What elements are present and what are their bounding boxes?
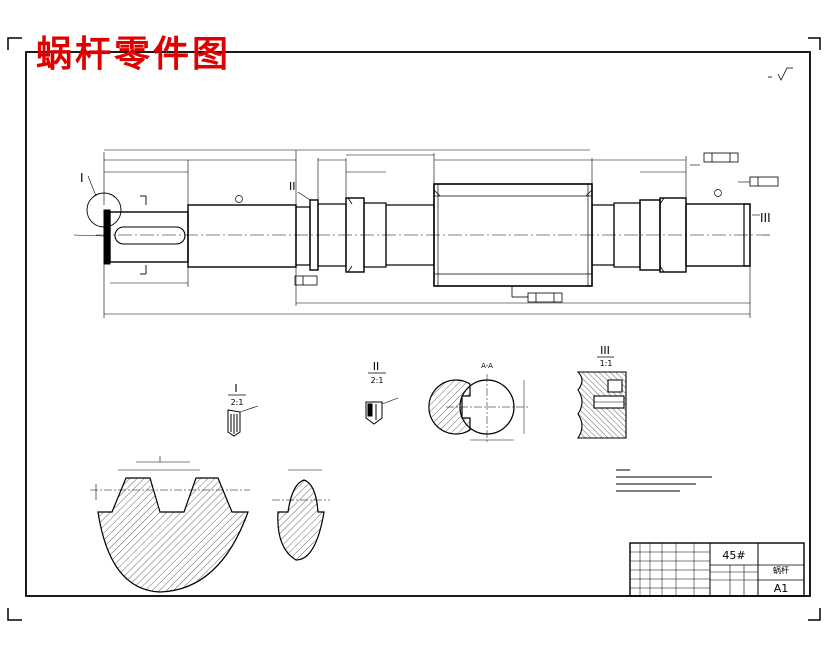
detail-1-label: I — [234, 382, 237, 395]
title-block-material: 45# — [722, 549, 745, 562]
callout-right: III — [760, 211, 771, 225]
detail-3-scale: 1:1 — [600, 359, 613, 368]
callout-middle: II — [289, 180, 296, 193]
title-block-part-name: 蜗杆 — [773, 565, 789, 575]
normal-tooth-profile-view — [272, 469, 330, 561]
section-view-a-a — [428, 374, 528, 442]
detail-2-label: II — [373, 360, 380, 373]
detail-view-2 — [365, 397, 399, 425]
detail-2-scale: 2:1 — [371, 376, 384, 385]
technical-notes-block — [616, 469, 712, 492]
detail-1-scale: 2:1 — [231, 398, 244, 407]
title-block — [629, 542, 805, 597]
surface-finish-symbol — [768, 67, 793, 81]
axial-tooth-profile-view — [90, 456, 250, 593]
drawing-title: 蜗杆零件图 — [36, 33, 232, 75]
detail-view-1 — [227, 405, 259, 437]
section-a-a-label: A-A — [481, 362, 493, 370]
detail-3-label: III — [600, 344, 610, 357]
callout-left: I — [80, 171, 84, 185]
detail-view-3 — [576, 371, 627, 439]
sheet-trim-marks — [7, 37, 821, 621]
worm-shaft-main-view — [73, 149, 779, 318]
drawing-frame — [25, 51, 811, 597]
title-block-sheet-size: A1 — [774, 582, 789, 595]
